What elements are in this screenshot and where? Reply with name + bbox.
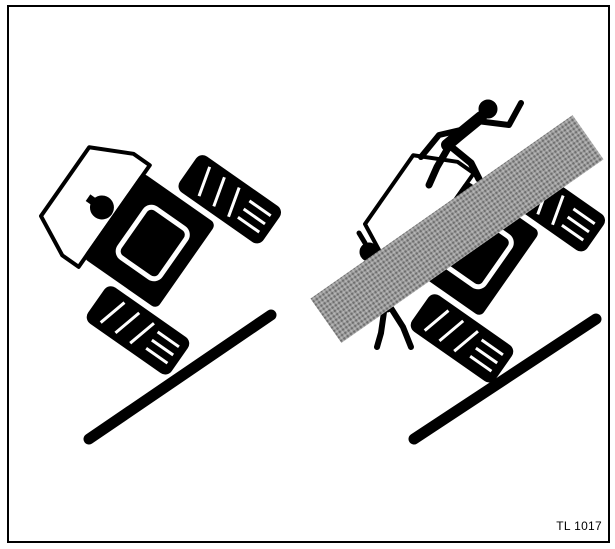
right-tractor-wheel-bottom — [408, 291, 517, 386]
right-panel — [310, 100, 608, 439]
left-panel — [7, 98, 285, 439]
left-tractor-wheel-bottom — [84, 283, 193, 378]
illustration-canvas — [9, 7, 609, 542]
figure-frame: TL 1017 — [7, 5, 610, 543]
figure-reference-code: TL 1017 — [556, 519, 602, 533]
